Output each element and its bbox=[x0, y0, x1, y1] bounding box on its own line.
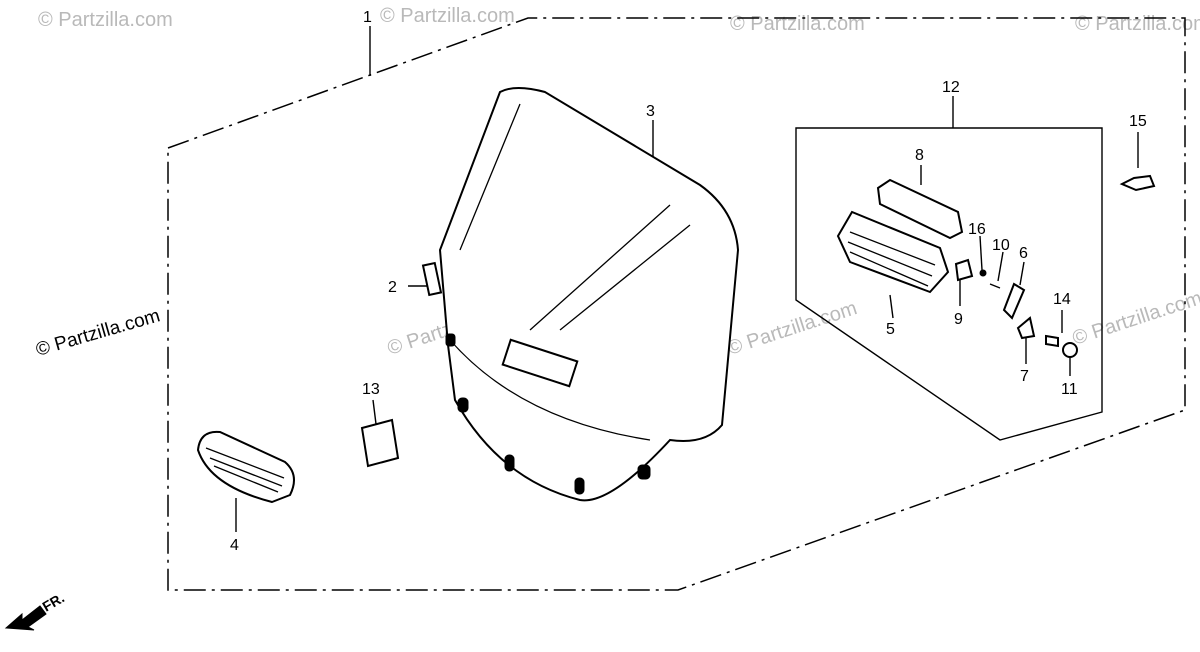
callout-15: 15 bbox=[1129, 113, 1147, 130]
leader-lines bbox=[235, 26, 1139, 532]
callout-10: 10 bbox=[992, 237, 1010, 254]
callout-8: 8 bbox=[915, 147, 924, 164]
reflector bbox=[196, 430, 295, 504]
callout-12: 12 bbox=[942, 79, 960, 96]
watermark-text: © Partzilla.com bbox=[38, 9, 173, 31]
callout-4: 4 bbox=[230, 537, 239, 554]
front-arrow-icon bbox=[4, 605, 47, 631]
lamp-lens bbox=[876, 178, 964, 240]
part-9 bbox=[954, 258, 974, 282]
lamp-housing bbox=[836, 210, 950, 294]
watermark-text: © Partzilla.com bbox=[1075, 13, 1200, 35]
callout-6: 6 bbox=[1019, 245, 1028, 262]
part-7 bbox=[1016, 316, 1036, 340]
callout-9: 9 bbox=[954, 311, 963, 328]
windshield bbox=[438, 87, 740, 502]
watermark-text: © Partzilla.com bbox=[730, 13, 865, 35]
watermark-text: © Partzilla.com bbox=[725, 297, 860, 360]
label-part-2 bbox=[421, 261, 443, 297]
callout-16: 16 bbox=[968, 221, 986, 238]
part-11 bbox=[1062, 342, 1078, 358]
callout-13: 13 bbox=[362, 381, 380, 398]
label-part-13 bbox=[360, 418, 400, 468]
part-14 bbox=[1045, 334, 1059, 348]
callout-1: 1 bbox=[363, 9, 372, 26]
callout-3: 3 bbox=[646, 103, 655, 120]
watermark-text: © Partzilla.com bbox=[1070, 287, 1200, 350]
subassembly-boundary bbox=[795, 127, 1103, 441]
callout-7: 7 bbox=[1020, 368, 1029, 385]
watermark-text: © Partzilla.com bbox=[380, 5, 515, 27]
callout-2: 2 bbox=[388, 279, 397, 296]
callout-11: 11 bbox=[1061, 381, 1078, 398]
part-10 bbox=[989, 283, 1001, 289]
front-direction-marker: FR. bbox=[4, 589, 67, 631]
callout-5: 5 bbox=[886, 321, 895, 338]
assembly-boundary bbox=[167, 17, 1186, 591]
callout-14: 14 bbox=[1053, 291, 1071, 308]
partzilla-watermark: © Partzilla.com bbox=[34, 305, 163, 360]
part-16 bbox=[979, 269, 987, 277]
part-6 bbox=[1002, 282, 1026, 320]
callout-labels: 1 2 3 4 5 6 7 8 9 10 11 12 13 14 15 16 bbox=[230, 9, 1147, 554]
part-15 bbox=[1119, 174, 1156, 192]
